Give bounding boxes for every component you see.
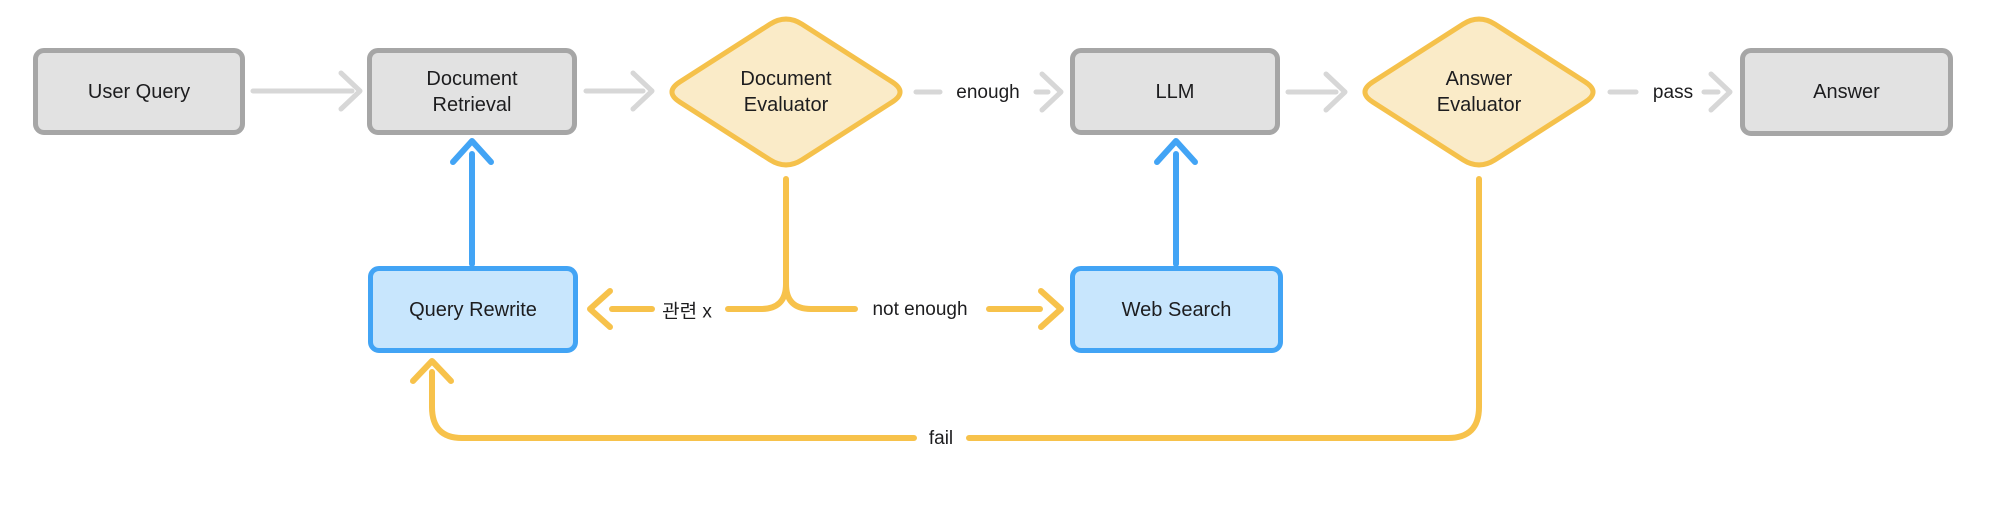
node-answer: Answer <box>1740 48 1953 136</box>
node-label: Answer <box>1813 81 1880 103</box>
node-user-query: User Query <box>33 48 245 135</box>
edge-label-pass: pass <box>1647 82 1699 104</box>
arrowhead-up-icon <box>1154 138 1198 165</box>
edge-label-enough: enough <box>951 82 1025 104</box>
arrowhead-right-icon <box>630 70 655 112</box>
node-label: LLM <box>1155 80 1195 103</box>
edge-web-search-to-llm <box>1154 138 1198 267</box>
arrowhead-left-icon <box>587 288 613 330</box>
node-label: Query Rewrite <box>409 298 537 321</box>
node-label-answer-evaluator: Answer Evaluator <box>1436 68 1522 116</box>
arrowhead-right-icon <box>338 70 363 112</box>
edge-document-evaluator-to-web-search <box>783 281 1064 330</box>
node-answer-evaluator <box>1362 16 1596 168</box>
arrowhead-right-icon <box>1323 71 1348 113</box>
arrowhead-up-icon <box>450 138 494 165</box>
node-llm: LLM <box>1070 48 1280 135</box>
edge-label-fail: fail <box>923 428 959 450</box>
edge-answer-evaluator-to-answer <box>1607 71 1733 113</box>
arrowhead-right-icon <box>1038 288 1064 330</box>
node-web-search: Web Search <box>1070 266 1283 353</box>
edge-answer-evaluator-to-query-rewrite <box>410 176 1482 441</box>
node-document-retrieval: Document Retrieval <box>367 48 577 135</box>
edge-document-retrieval-to-document-evaluator <box>583 70 655 112</box>
arrowhead-up-icon <box>410 358 454 384</box>
arrowhead-right-icon <box>1039 71 1064 113</box>
edge-query-rewrite-to-document-retrieval <box>450 138 494 267</box>
node-document-evaluator <box>669 16 903 168</box>
node-label-document-evaluator: Document Evaluator <box>740 68 832 116</box>
node-label: Document Retrieval <box>426 67 518 116</box>
edge-label-not-enough: not enough <box>867 299 973 321</box>
node-label: User Query <box>87 80 191 103</box>
node-label: Web Search <box>1121 298 1232 321</box>
edge-user-query-to-document-retrieval <box>250 70 363 112</box>
node-query-rewrite: Query Rewrite <box>368 266 578 353</box>
edge-document-evaluator-to-llm <box>913 71 1064 113</box>
edge-llm-to-answer-evaluator <box>1285 71 1348 113</box>
arrowhead-right-icon <box>1708 71 1733 113</box>
edge-label-not-related: 관련 x <box>657 296 717 324</box>
